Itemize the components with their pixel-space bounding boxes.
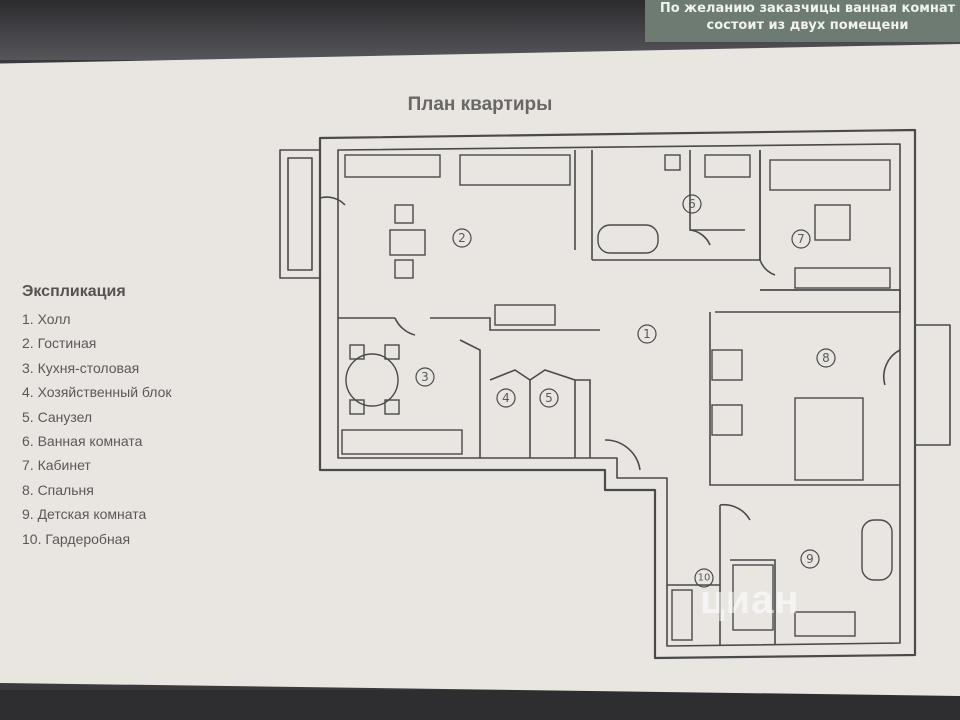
sink: [704, 154, 751, 178]
wall-study: [759, 150, 900, 291]
chair: [384, 399, 400, 415]
door-arc: [719, 503, 751, 521]
room-number: 6: [688, 197, 696, 211]
legend-item: 9. Детская комната: [22, 506, 147, 523]
legend-item: 6. Ванная комната: [22, 433, 143, 450]
chair: [394, 204, 414, 224]
wall-bedroom: [709, 312, 900, 486]
wall-living-bottom: [338, 317, 600, 331]
room-number: 4: [502, 391, 510, 405]
wall-kitchen-right: [459, 339, 481, 458]
exterior-wall-inner: [337, 143, 901, 647]
wall-wc: [575, 379, 591, 458]
bench: [494, 304, 556, 326]
legend-item: 8. Спальня: [22, 481, 94, 498]
room-number-circle: [791, 229, 811, 249]
desk: [794, 611, 856, 637]
watermark: циан: [700, 578, 800, 622]
background-card-line-2: состоит из двух помещени: [706, 18, 909, 33]
shelf: [671, 589, 693, 641]
room-number: 5: [545, 391, 553, 405]
cabinet: [861, 519, 893, 581]
wall-living-right: [574, 150, 593, 260]
background-card: [645, 0, 960, 42]
room-number: 3: [421, 370, 429, 384]
background-card-line-1: По желанию заказчицы ванная комнат: [659, 1, 956, 16]
door-arc: [319, 196, 346, 206]
wall-bath: [592, 150, 761, 261]
shelf: [344, 154, 441, 178]
balcony-west: [279, 149, 321, 279]
chair: [394, 259, 414, 279]
armchair: [711, 404, 743, 436]
chair: [814, 204, 851, 241]
bed: [794, 397, 864, 481]
kitchen-counter: [341, 429, 463, 455]
room-number: 1: [643, 327, 651, 341]
room-number: 7: [797, 232, 805, 246]
legend-item: 3. Кухня-столовая: [22, 359, 140, 376]
legend-item: 7. Кабинет: [22, 457, 91, 474]
legend-item: 1. Холл: [22, 311, 71, 327]
armchair: [711, 349, 743, 381]
door-arc: [604, 439, 641, 471]
room-number: 9: [806, 552, 814, 566]
door-arc: [759, 259, 776, 276]
room-number-circle: [800, 549, 820, 569]
wall-utility: [489, 369, 576, 458]
legend-item: 5. Санузел: [22, 408, 93, 425]
room-number-circle: [452, 228, 472, 248]
room-number-circle: [637, 324, 657, 344]
desk: [769, 159, 891, 191]
bed: [732, 564, 774, 631]
wardrobe-strip: [715, 289, 901, 313]
exterior-wall-outer: [318, 128, 917, 660]
legend-item: 2. Гостиная: [22, 335, 97, 352]
legend-title: Экспликация: [22, 283, 126, 300]
room-number-circle: [415, 367, 435, 387]
room-number-circle: [539, 388, 559, 408]
door-arc: [394, 317, 416, 336]
legend-item: 10. Гардеробная: [22, 530, 131, 547]
table: [389, 229, 426, 256]
legend-item: 4. Хозяйственный блок: [22, 384, 172, 401]
room-number: 8: [822, 351, 830, 365]
room-number: 10: [698, 573, 711, 584]
sofa: [459, 154, 571, 186]
dining-table: [345, 353, 399, 407]
chair: [349, 399, 365, 415]
toilet: [664, 154, 681, 171]
background-card-text: По желанию заказчицы ванная комнат состо…: [655, 0, 960, 34]
room-number-circle: [496, 388, 516, 408]
door-arc: [689, 229, 711, 246]
wall-children: [667, 505, 776, 646]
room-number-circle: [682, 194, 702, 214]
window-bay-east: [915, 324, 951, 446]
door-arc: [883, 349, 901, 386]
room-number-circle: [694, 568, 714, 588]
cabinet: [794, 267, 891, 289]
legend: Экспликация 1. Холл 2. Гостиная 3. Кухня…: [22, 283, 262, 551]
bathtub: [597, 224, 659, 254]
photo-background-bottom: [0, 690, 960, 720]
chair: [349, 344, 365, 360]
room-number: 2: [458, 231, 466, 245]
room-number-circle: [816, 348, 836, 368]
plan-title: План квартиры: [407, 94, 553, 115]
chair: [384, 344, 400, 360]
